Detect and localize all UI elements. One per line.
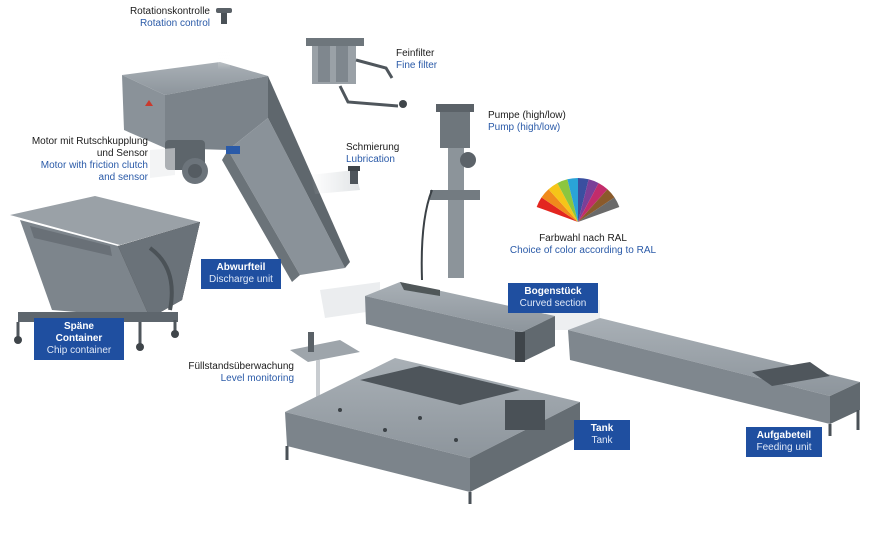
tank-de: Tank	[590, 423, 614, 434]
fine-filter-de: Feinfilter	[396, 48, 435, 59]
ral-swatch	[557, 179, 578, 222]
chip-container-en: Chip container	[46, 345, 112, 356]
ral-swatch	[578, 197, 620, 222]
ral-swatch	[536, 197, 578, 222]
ral-label: Farbwahl nach RAL Choice of color accord…	[508, 233, 658, 257]
fine-filter-drawing	[306, 38, 407, 108]
rotation-control-en: Rotation control	[139, 18, 210, 29]
tank-badge: Tank Tank	[574, 420, 630, 450]
motor-de-1: Motor mit Rutschkupplung	[31, 136, 148, 147]
lubrication-label: Schmierung Lubrication	[346, 142, 399, 166]
rotation-sensor-drawing	[216, 8, 232, 24]
ral-swatch	[541, 189, 578, 222]
rotation-control-de: Rotationskontrolle	[129, 6, 210, 17]
feeding-unit-de: Aufgabeteil	[756, 430, 812, 441]
motor-en-1: Motor with friction clutch	[40, 160, 148, 171]
chip-container-drawing	[10, 196, 200, 352]
ral-swatch	[578, 189, 615, 222]
pump-drawing	[420, 104, 480, 281]
lubrication-de: Schmierung	[346, 142, 400, 153]
lubrication-drawing	[348, 166, 360, 184]
pump-de: Pumpe (high/low)	[488, 110, 566, 121]
ral-swatch	[578, 179, 599, 222]
ral-swatch	[578, 178, 589, 222]
rotation-control-label: Rotationskontrolle Rotation control	[118, 6, 210, 30]
chip-container-badge: Späne Container Chip container	[34, 318, 124, 360]
curved-section-en: Curved section	[519, 298, 587, 309]
ral-en: Choice of color according to RAL	[509, 245, 657, 256]
ral-swatch	[567, 178, 578, 222]
feeding-unit-en: Feeding unit	[756, 442, 812, 453]
feeding-unit-badge: Aufgabeteil Feeding unit	[746, 427, 822, 457]
tank-drawing	[285, 358, 580, 504]
motor-de-2: und Sensor	[96, 148, 148, 159]
ral-de: Farbwahl nach RAL	[539, 233, 627, 244]
discharge-unit-badge: Abwurfteil Discharge unit	[201, 259, 281, 289]
pump-label: Pumpe (high/low) Pump (high/low)	[488, 110, 566, 134]
curved-section-drawing	[365, 282, 555, 362]
level-monitoring-label: Füllstandsüberwachung Level monitoring	[170, 361, 294, 385]
fine-filter-en: Fine filter	[396, 60, 438, 71]
discharge-unit-en: Discharge unit	[209, 274, 273, 285]
ral-swatch	[548, 183, 578, 222]
chip-container-de: Späne Container	[55, 321, 103, 344]
level-monitoring-de: Füllstandsüberwachung	[188, 361, 294, 372]
feeding-conveyor-drawing	[568, 318, 860, 436]
level-monitoring-en: Level monitoring	[220, 373, 294, 384]
motor-label: Motor mit Rutschkupplung und Sensor Moto…	[18, 136, 148, 184]
level-sensor-drawing	[290, 332, 360, 410]
ral-swatch	[578, 183, 608, 222]
curved-section-de: Bogenstück	[524, 286, 582, 297]
curved-section-badge: Bogenstück Curved section	[508, 283, 598, 313]
ral-color-wheel	[536, 178, 620, 222]
motor-en-2: and sensor	[98, 172, 148, 183]
pump-en: Pump (high/low)	[488, 122, 561, 133]
discharge-unit-de: Abwurfteil	[216, 262, 266, 273]
tank-en: Tank	[591, 435, 613, 446]
lubrication-en: Lubrication	[346, 154, 395, 165]
fine-filter-label: Feinfilter Fine filter	[396, 48, 437, 72]
discharge-unit-drawing	[122, 62, 350, 282]
